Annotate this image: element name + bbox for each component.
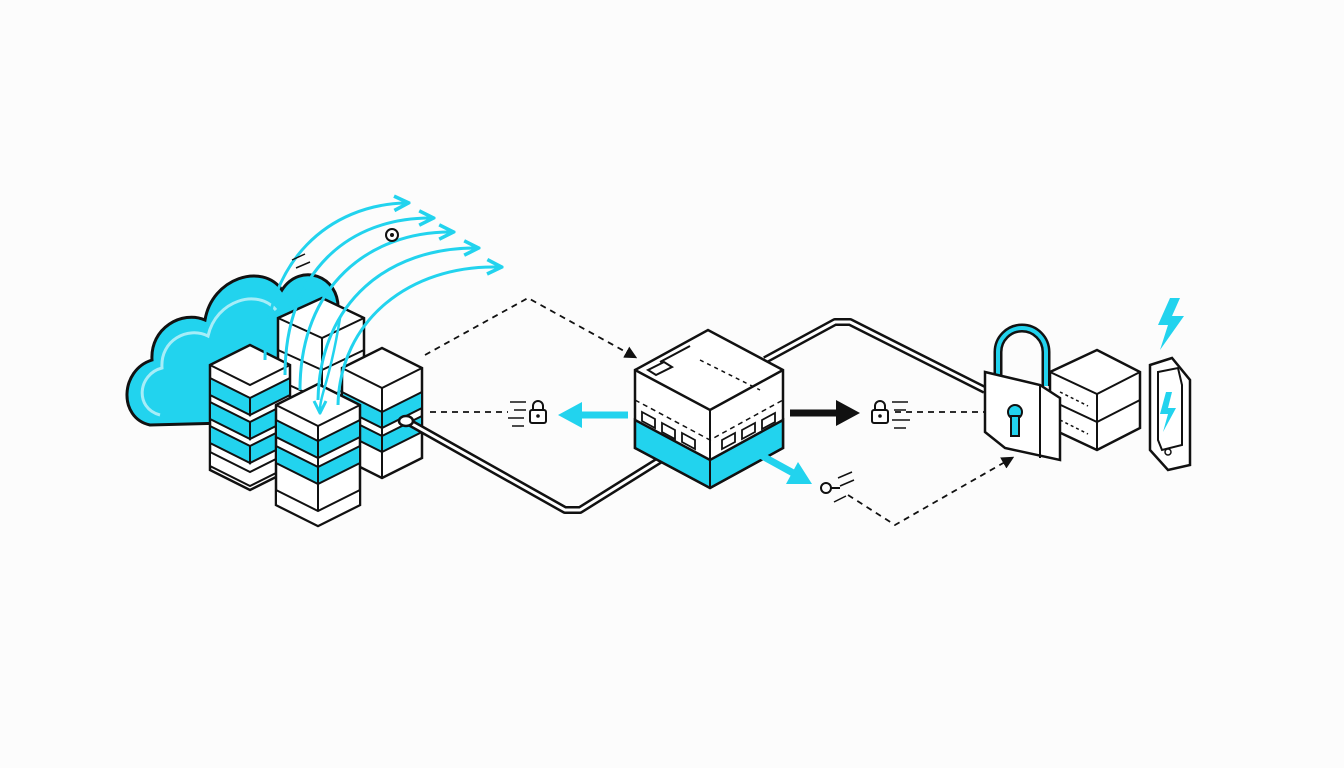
lock-icon	[529, 400, 547, 424]
data-stream-arcs	[263, 203, 498, 406]
data-stream-arc	[298, 232, 450, 391]
arrow-hub-to-padlock	[790, 400, 860, 426]
server-rack-icon	[274, 382, 362, 528]
data-stream-arc	[263, 203, 405, 361]
data-stream-arc	[320, 317, 342, 410]
server-rack-icon	[1048, 348, 1142, 452]
cable-hub-to-padlock	[763, 318, 987, 394]
data-stream-arcs-reverse	[320, 317, 342, 410]
data-stream-arc	[316, 248, 475, 401]
dashed-arrow	[424, 296, 638, 359]
motion-lines	[892, 401, 910, 429]
key-icon	[820, 482, 840, 494]
arrow-hub-to-cluster	[558, 402, 628, 428]
arrow-hub-down-right	[753, 448, 812, 484]
lock-icon	[871, 400, 889, 424]
dashed-connections	[424, 296, 1015, 527]
motion-lines	[508, 401, 526, 427]
lightning-bolt-icon	[1160, 392, 1176, 432]
data-stream-arc	[336, 267, 498, 406]
padlock-icon	[983, 323, 1062, 462]
data-stream-arc	[283, 218, 430, 376]
smartphone-icon	[1148, 356, 1192, 472]
key-icon	[385, 228, 399, 242]
dashed-arrow	[847, 456, 1015, 527]
lightning-bolt-icon	[1158, 298, 1184, 350]
network-switch-icon	[633, 328, 785, 490]
cable-cluster-to-hub	[397, 414, 676, 514]
server-rack-icon	[208, 343, 292, 492]
motion-lines	[833, 471, 855, 503]
motion-lines	[291, 253, 311, 269]
